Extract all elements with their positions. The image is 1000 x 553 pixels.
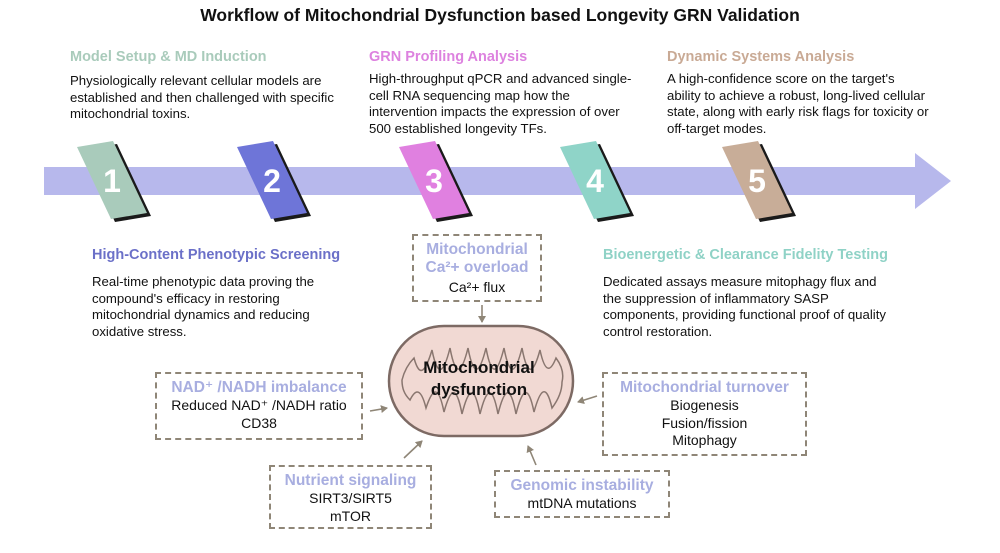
step-2-block: High-Content Phenotypic Screening Real-t… (92, 247, 354, 340)
timeline-arrow-shape (44, 153, 951, 209)
mitochondrion-label-line2: dysfunction (431, 380, 527, 399)
nad-imbalance-box: NAD⁺ /NADH imbalance Reduced NAD⁺ /NADH … (155, 372, 363, 440)
step-marker-2: 2 (237, 141, 311, 222)
step-5-title: Dynamic Systems Analysis (667, 49, 855, 65)
step-marker-badge (77, 141, 147, 219)
calcium-flux-label: Ca²+ flux (448, 279, 506, 295)
page-title: Workflow of Mitochondrial Dysfunction ba… (200, 5, 800, 25)
step-1-description: Physiologically relevant cellular models… (70, 73, 334, 121)
step-marker-4: 4 (560, 141, 634, 222)
step-marker-badge (237, 141, 307, 219)
step-marker-3: 3 (399, 141, 473, 222)
cd38-label: CD38 (241, 414, 277, 431)
step-5-block: Dynamic Systems Analysis A high-confiden… (667, 49, 929, 137)
mtor-label: mTOR (330, 507, 371, 524)
step-number: 3 (425, 163, 443, 199)
sirt-label: SIRT3/SIRT5 (309, 490, 392, 506)
step-marker-badge (560, 141, 630, 219)
genomic-instability-title: Genomic instability (510, 477, 654, 494)
turnover-arrow (577, 395, 598, 405)
mitochondrial-turnover-box: Mitochondrial turnover Biogenesis Fusion… (602, 372, 807, 456)
step-4-description: Dedicated assays measure mitophagy flux … (603, 274, 886, 339)
step-marker-badge (722, 141, 792, 219)
step-marker-badge (399, 141, 469, 219)
step-3-description: High-throughput qPCR and advanced single… (369, 71, 632, 136)
step-1-block: Model Setup & MD Induction Physiological… (70, 49, 350, 123)
step-number: 4 (586, 163, 604, 199)
mitochondrion-label-line1: Mitochondrial (423, 358, 534, 377)
fusion-fission-label: Fusion/fission (661, 414, 748, 431)
nad-imbalance-title: NAD⁺ /NADH imbalance (171, 379, 347, 396)
mitochondrion-cristae (401, 347, 564, 415)
step-4-block: Bioenergetic & Clearance Fidelity Testin… (603, 247, 903, 340)
step-marker-5: 5 (722, 141, 796, 222)
mtdna-mutations-label: mtDNA mutations (527, 495, 637, 511)
genomic-instability-box: Genomic instability mtDNA mutations (494, 470, 670, 518)
nad-arrow (369, 405, 388, 413)
calcium-overload-box: Mitochondrial Ca²+ overload Ca²+ flux (412, 234, 542, 302)
step-3-title: GRN Profiling Analysis (369, 49, 528, 65)
mitophagy-label: Mitophagy (672, 432, 737, 448)
timeline-arrow (44, 153, 951, 209)
step-number: 5 (748, 163, 766, 199)
mitochondrion: Mitochondrial dysfunction (387, 324, 575, 438)
step-4-title: Bioenergetic & Clearance Fidelity Testin… (603, 247, 888, 263)
step-number: 1 (103, 163, 121, 199)
step-number: 2 (263, 163, 281, 199)
mitochondrion-outer-membrane (387, 324, 575, 438)
nad-ratio-label: Reduced NAD⁺ /NADH ratio (171, 397, 347, 413)
biogenesis-label: Biogenesis (670, 397, 739, 413)
nutrient-signaling-title: Nutrient signaling (284, 472, 417, 489)
step-1-title: Model Setup & MD Induction (70, 49, 267, 65)
step-marker-1: 1 (77, 141, 151, 222)
step-5-description: A high-confidence score on the target's … (667, 71, 929, 136)
mitochondrial-turnover-title: Mitochondrial turnover (620, 379, 789, 396)
genomic-arrow (526, 445, 537, 466)
step-3-block: GRN Profiling Analysis High-throughput q… (369, 49, 641, 137)
nutrient-arrow (403, 440, 423, 459)
step-2-description: Real-time phenotypic data proving the co… (92, 274, 315, 339)
step-markers: 1 2 3 4 5 (77, 141, 796, 222)
calcium-overload-title: Mitochondrial Ca²+ overload (425, 241, 529, 276)
step-2-title: High-Content Phenotypic Screening (92, 247, 341, 263)
nutrient-signaling-box: Nutrient signaling SIRT3/SIRT5 mTOR (269, 465, 432, 529)
factor-arrows (369, 305, 598, 466)
